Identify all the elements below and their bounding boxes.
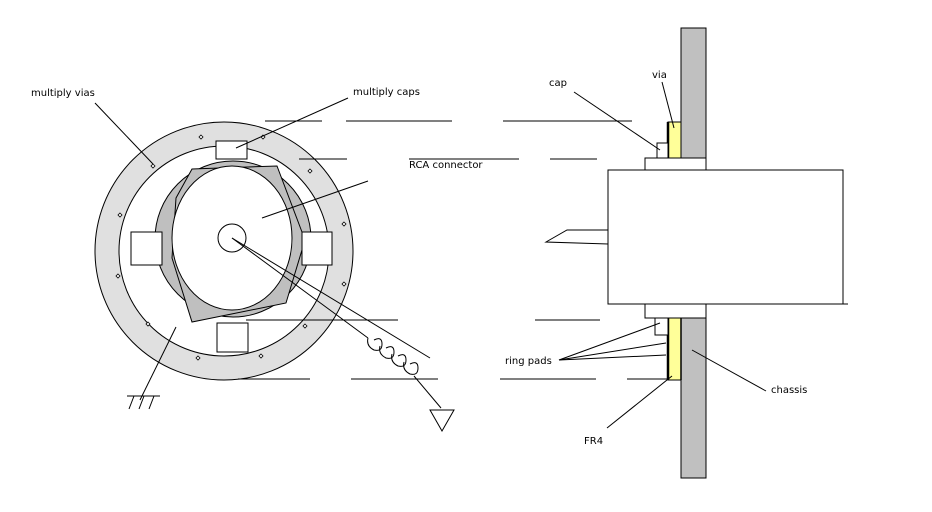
label-multiply-caps: multiply caps	[353, 87, 420, 98]
signal-ground-symbol	[429, 409, 455, 433]
via-dot	[145, 321, 151, 327]
label-fr4: FR4	[584, 436, 603, 447]
label-ring-pads: ring pads	[505, 356, 552, 367]
chassis-leader	[691, 349, 767, 392]
construction-lines	[238, 120, 668, 380]
label-chassis: chassis	[771, 385, 807, 396]
side-cap-top	[656, 142, 669, 159]
side-nut-top	[644, 157, 707, 171]
via-dot	[150, 163, 156, 169]
via-dot	[198, 134, 204, 140]
ring-pads-leader-1	[558, 322, 661, 361]
multiply-vias-leader	[94, 102, 154, 165]
rca-connector-side	[607, 169, 844, 305]
via-dot	[341, 281, 347, 287]
cap-leader	[573, 91, 661, 151]
ground-leader	[139, 326, 177, 401]
via-dot	[258, 353, 264, 359]
signal-leader	[231, 237, 369, 339]
label-rca-connector: RCA connector	[409, 160, 483, 171]
via-dot	[117, 212, 123, 218]
rca-connector-leader	[261, 180, 369, 219]
label-cap: cap	[549, 78, 567, 89]
cap-top	[215, 140, 248, 160]
ring-pads-leader-3	[558, 354, 667, 361]
label-via: via	[652, 70, 667, 81]
chassis-ground-symbol	[127, 395, 160, 410]
cap-left	[130, 231, 163, 266]
fr4-leader	[606, 375, 673, 429]
signal-leader-2	[231, 237, 431, 359]
via-dot	[307, 168, 313, 174]
front-view	[94, 97, 455, 433]
via-dot	[115, 273, 121, 279]
coil-to-ground	[413, 375, 442, 409]
side-view	[544, 27, 848, 479]
inductor-coil	[367, 337, 419, 375]
rca-pin-side	[544, 229, 609, 245]
via-dot	[302, 323, 308, 329]
label-multiply-vias: multiply vias	[31, 88, 95, 99]
cap-right	[301, 231, 333, 266]
via-dot	[195, 355, 201, 361]
side-nut-bottom	[644, 303, 707, 319]
multiply-caps-leader	[235, 97, 349, 149]
via-leader	[661, 81, 675, 129]
cap-bottom	[216, 322, 249, 353]
ring-pads-leader-2	[558, 342, 667, 361]
side-cap-bottom	[654, 317, 669, 336]
via-dot	[341, 221, 347, 227]
